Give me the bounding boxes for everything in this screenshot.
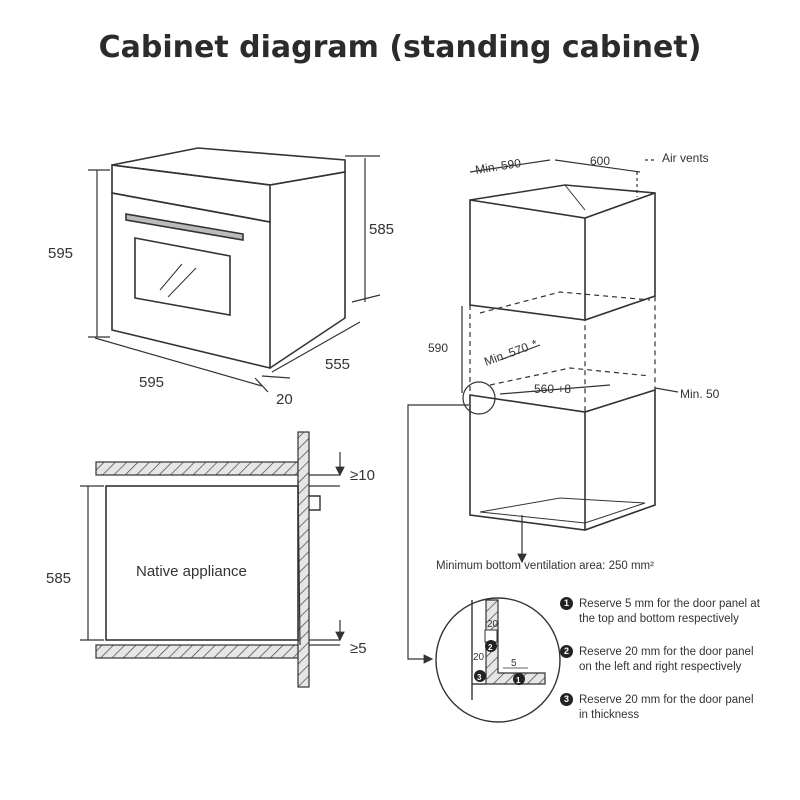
oven-door-thickness-label: 20: [276, 391, 293, 408]
detail-dim-b: 20: [473, 652, 485, 663]
bottom-shelf: [95, 644, 299, 659]
air-vents-label: Air vents: [662, 151, 709, 165]
detail-marker-2: 2: [488, 643, 493, 652]
detail-dim-c: 5: [511, 658, 517, 669]
oven-height-label: 595: [48, 245, 73, 262]
appliance-handle: [309, 495, 321, 511]
cabinet-depth-label: 600: [590, 154, 610, 168]
ventilation-note: Minimum bottom ventilation area: 250 mm²: [436, 560, 654, 572]
detail-marker-3: 3: [477, 673, 482, 682]
top-shelf: [95, 461, 299, 476]
min-depth-label: Min. 570: [482, 340, 530, 369]
cabinet-dimension-lines: [461, 159, 679, 415]
oven-dimension-lines: [88, 155, 381, 393]
oven-window: [134, 237, 231, 316]
top-gap-label: ≥10: [350, 467, 375, 484]
cabinet-front-panel: [297, 431, 310, 688]
oven-control-panel: [111, 164, 271, 223]
note-text-1: Reserve 5 mm for the door panel at the t…: [579, 598, 760, 625]
oven-width-label: 595: [139, 374, 164, 391]
cabinet-min-width-label: Min. 590: [474, 156, 522, 177]
note-item-1: 1 Reserve 5 mm for the door panel at the …: [560, 597, 764, 627]
section-view: [80, 431, 345, 688]
opening-width-label: 560 +8: [534, 382, 571, 396]
bottom-gap-label: ≥5: [350, 640, 367, 657]
note-text-3: Reserve 20 mm for the door panel in thic…: [579, 694, 754, 721]
note-item-2: 2 Reserve 20 mm for the door panel on the…: [560, 645, 764, 675]
native-appliance-label: Native appliance: [136, 563, 247, 580]
oven-rear-depth-label: 585: [369, 221, 394, 238]
note-number-1: 1: [560, 597, 573, 610]
min-gap-label: Min. 50: [680, 387, 720, 401]
diagram-title: Cabinet diagram (standing cabinet): [98, 30, 702, 65]
note-text-2: Reserve 20 mm for the door panel on the …: [579, 646, 754, 673]
detail-view: [435, 597, 561, 723]
note-number-3: 3: [560, 693, 573, 706]
detail-dim-a: 20: [487, 619, 499, 630]
min-depth-mark: *: [530, 337, 539, 352]
oven-handle: [125, 213, 244, 241]
cabinet-isometric: [469, 184, 656, 564]
detail-connector: [407, 404, 469, 664]
oven-isometric: [111, 147, 346, 370]
section-height-label: 585: [46, 570, 71, 587]
oven-side: [269, 171, 346, 369]
note-number-2: 2: [560, 645, 573, 658]
appliance-body: [105, 485, 299, 641]
oven-depth-label: 555: [325, 356, 350, 373]
detail-marker-1: 1: [516, 676, 521, 685]
opening-height-label: 590: [428, 341, 448, 355]
note-item-3: 3 Reserve 20 mm for the door panel in thi…: [560, 693, 764, 723]
